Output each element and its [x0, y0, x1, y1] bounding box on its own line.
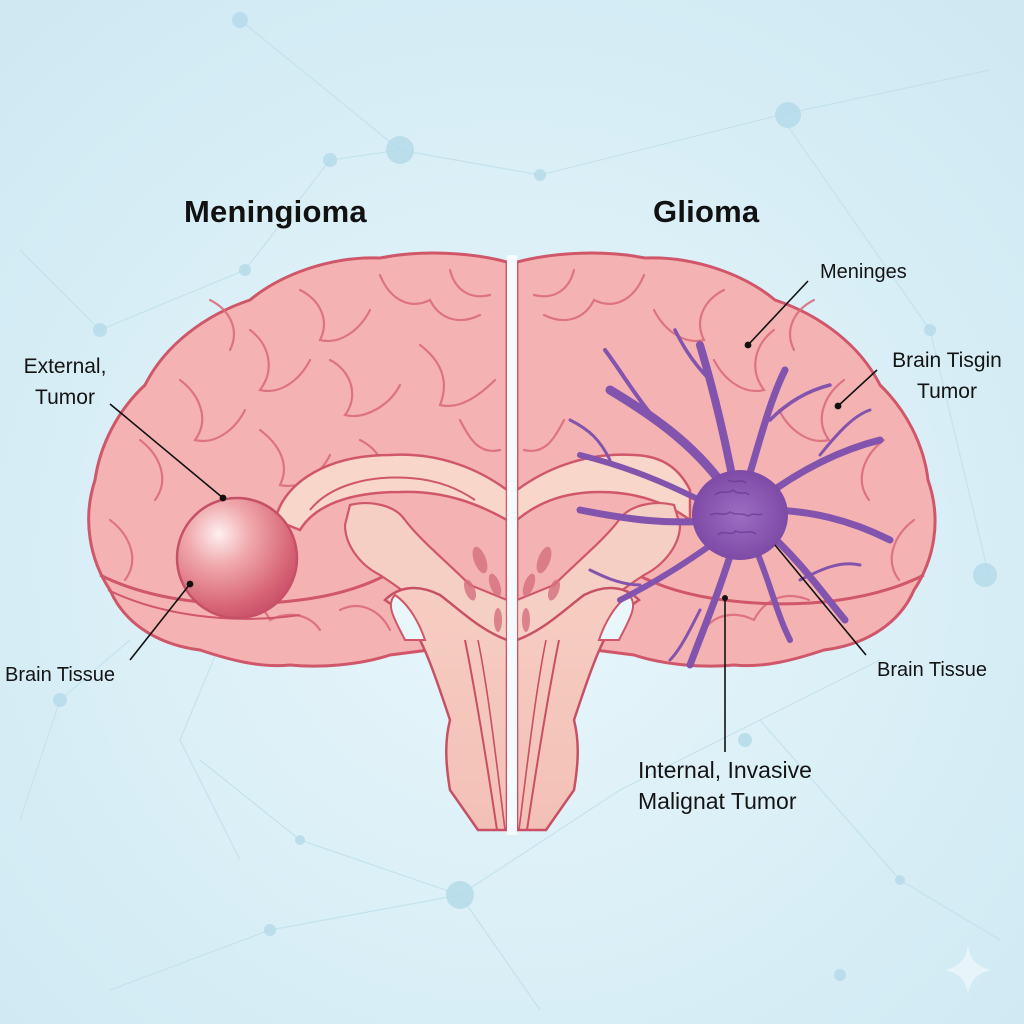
label-internal-invasive-line2: Malignat Tumor	[638, 788, 797, 814]
center-divider	[507, 255, 517, 835]
title-meningioma: Meningioma	[184, 194, 367, 229]
leader-dots	[186, 341, 842, 601]
label-brain-tissue-left: Brain Tissue	[5, 664, 116, 686]
label-brain-tisgin-tumor-line1: Brain Tisgin	[892, 349, 1002, 372]
brainstem-fibers-right	[522, 546, 561, 632]
label-external-tumor-line2: Tumor	[35, 386, 95, 409]
glioma-brain	[517, 251, 937, 832]
label-brain-tissue-right: Brain Tissue	[877, 659, 988, 681]
label-external-tumor: External, Tumor	[10, 351, 120, 413]
title-glioma: Glioma	[653, 194, 760, 229]
network-nodes	[53, 12, 997, 981]
label-brain-tisgin-tumor-line2: Tumor	[917, 380, 977, 403]
sulci-pattern-right	[522, 268, 916, 632]
glioma-tumor	[568, 328, 894, 669]
brainstem-fibers-left	[463, 546, 502, 632]
label-brain-tisgin-tumor: Brain Tisgin Tumor	[878, 345, 1016, 407]
corpus-callosum-left	[273, 453, 507, 532]
label-internal-invasive: Internal, Invasive Malignat Tumor	[638, 755, 812, 817]
label-external-tumor-line1: External,	[23, 355, 107, 378]
leader-lines	[109, 280, 878, 752]
meningioma-tumor-sphere	[175, 496, 299, 620]
sparkle-icon	[944, 945, 992, 995]
label-meninges: Meninges	[820, 261, 907, 283]
label-internal-invasive-line1: Internal, Invasive	[638, 757, 812, 783]
glioma-core	[692, 470, 788, 560]
corpus-callosum-right	[517, 453, 692, 523]
glioma-texture	[709, 479, 763, 536]
meningioma-brain	[87, 251, 507, 832]
